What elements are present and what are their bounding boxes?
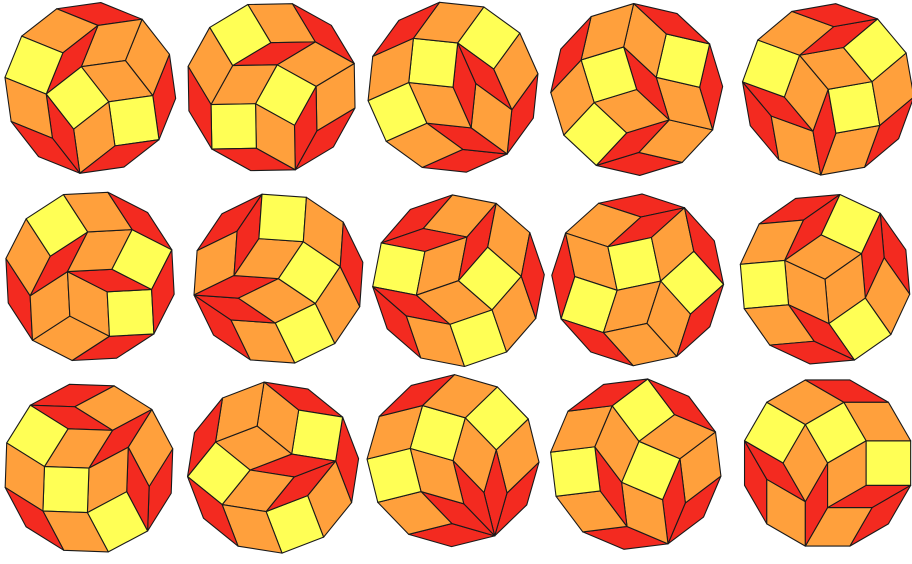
- dodecagon-tiling-3: [342, 0, 564, 198]
- dodecagon-tiling-9: [522, 164, 753, 395]
- dodecagon-tiling-15: [722, 358, 912, 564]
- dodecagon-tiling-7: [178, 178, 380, 380]
- dodecagon-tiling-6: [0, 155, 211, 398]
- dodecagon-tiling-2: [165, 0, 378, 194]
- dodecagon-tiling-4: [518, 0, 755, 208]
- dodecagon-tiling-12: [179, 373, 368, 562]
- dodecagon-tiling-1: [0, 0, 211, 208]
- dodecagon-tiling-5: [735, 0, 912, 183]
- dodecagon-tiling-11: [0, 347, 211, 564]
- dodecagon-tiling-13: [335, 343, 571, 564]
- dodecagon-tiling-10: [725, 180, 912, 379]
- dodecagon-tiling-8: [344, 166, 574, 396]
- dodecagon-tiling-14: [524, 352, 748, 564]
